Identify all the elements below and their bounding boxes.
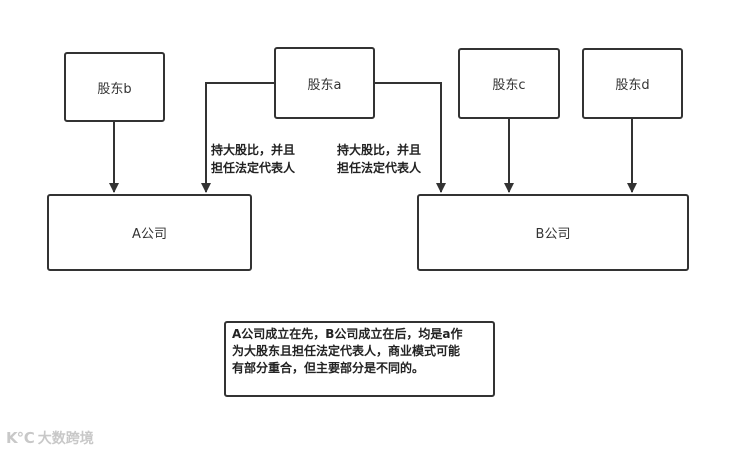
node-shareholder-d[interactable]: 股东d (582, 48, 683, 119)
node-company-a[interactable]: A公司 (47, 194, 252, 271)
node-shareholder-c[interactable]: 股东c (458, 48, 560, 119)
node-shareholder-b[interactable]: 股东b (64, 52, 165, 122)
node-label: 股东a (307, 77, 342, 93)
edge-label-line: 持大股比，并且 (337, 143, 422, 157)
note-line: 为大股东且担任法定代表人，商业模式可能 (232, 344, 461, 358)
edge-label-right: 持大股比，并且 担任法定代表人 (337, 141, 421, 177)
node-company-b[interactable]: B公司 (417, 194, 689, 271)
edge-label-left: 持大股比，并且 担任法定代表人 (211, 141, 295, 177)
edge-a-to-company-b (375, 82, 446, 193)
watermark-logo-icon: K℃ (6, 429, 35, 447)
node-label: B公司 (535, 227, 571, 242)
node-label: 股东c (492, 78, 526, 93)
node-label: 股东d (615, 78, 650, 93)
edge-label-line: 担任法定代表人 (211, 161, 296, 175)
node-shareholder-a[interactable]: 股东a (274, 47, 375, 119)
node-label: 股东b (97, 81, 132, 97)
edge-a-to-company-a (201, 82, 274, 193)
edge-label-line: 持大股比，并且 (211, 143, 296, 157)
watermark-text: 大数跨境 (37, 431, 94, 447)
note-line: A公司成立在先，B公司成立在后，均是a作 (232, 327, 463, 341)
watermark: K℃ 大数跨境 (6, 428, 94, 448)
note-line: 有部分重合，但主要部分是不同的。 (232, 361, 425, 375)
node-label: A公司 (132, 227, 167, 242)
edge-label-line: 担任法定代表人 (337, 161, 422, 175)
note-box[interactable]: A公司成立在先，B公司成立在后，均是a作 为大股东且担任法定代表人，商业模式可能… (224, 321, 495, 397)
